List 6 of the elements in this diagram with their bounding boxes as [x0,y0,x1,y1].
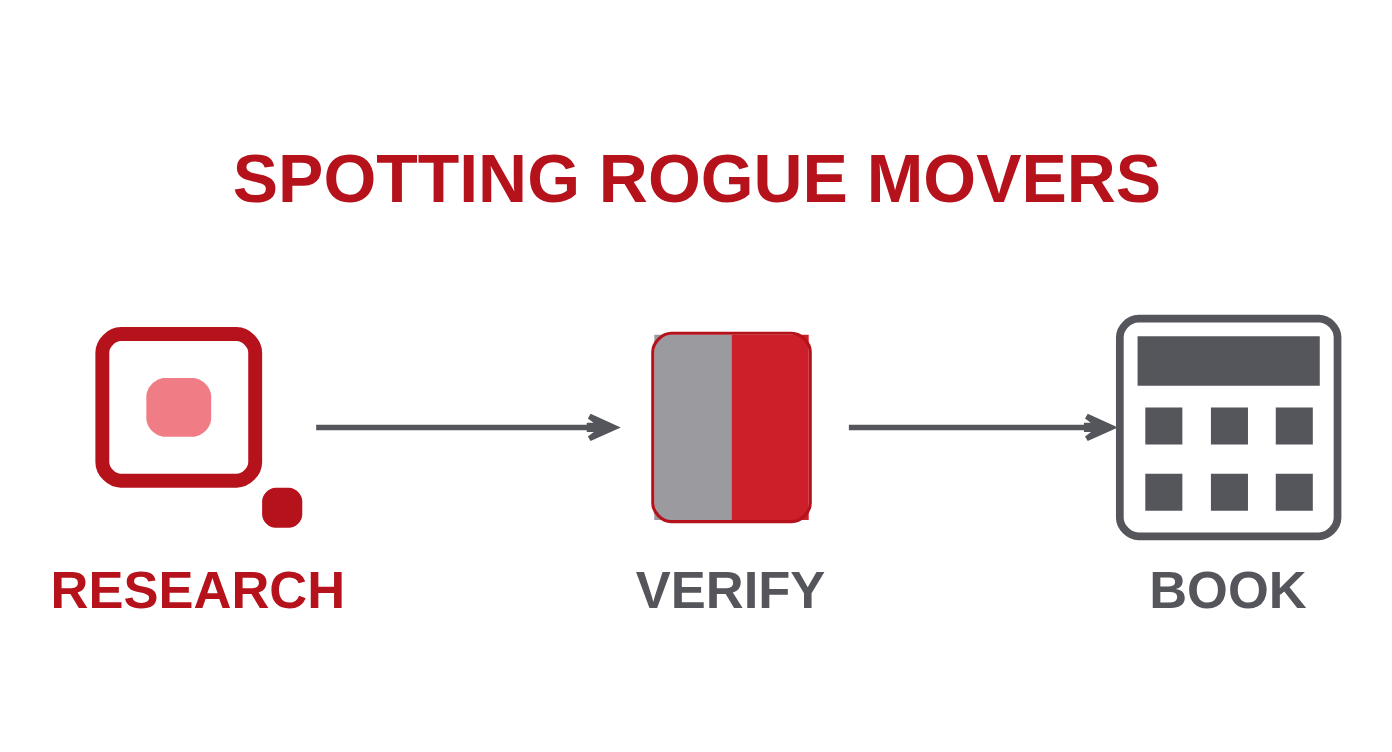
diagram-title: SPOTTING ROGUE MOVERS [232,140,1162,216]
arrow [848,413,1115,441]
node-label: BOOK [1149,559,1307,619]
node-label: RESEARCH [50,559,346,619]
node-label: VERIFY [635,559,826,619]
node-box [1115,314,1342,540]
